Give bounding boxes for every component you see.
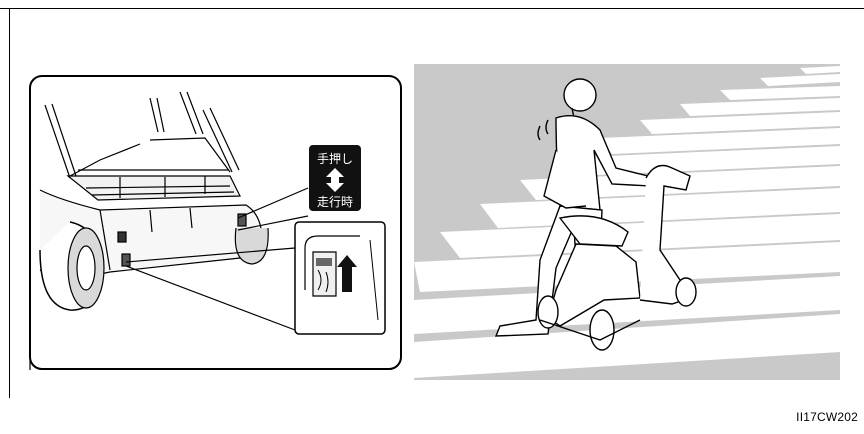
figure-code: II17CW202 [796,410,858,424]
switch-label-bottom: 走行時 [317,195,353,209]
switch-label-box: 手押し 走行時 [309,145,361,211]
lever-zoom-box [295,222,385,334]
detail-panel: 手押し 走行時 [30,76,401,370]
switch-label-top: 手押し [317,152,353,166]
scene-panel [414,64,840,380]
